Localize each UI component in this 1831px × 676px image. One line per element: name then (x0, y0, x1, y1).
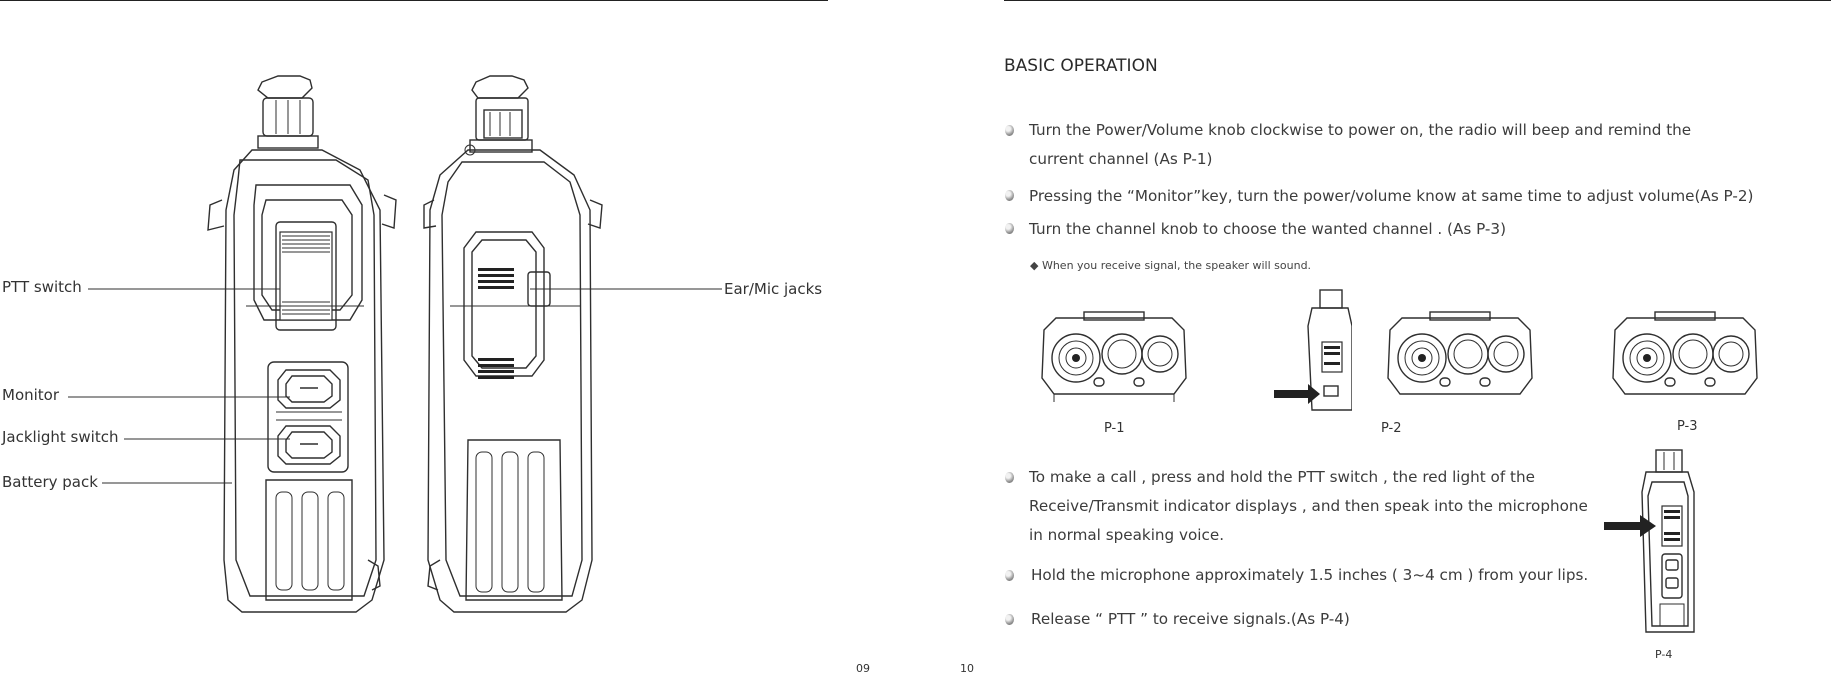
right-page-top-rule (1004, 0, 1831, 1)
bullet-icon (1005, 223, 1014, 234)
bullet-icon (1005, 472, 1014, 483)
section-heading: BASIC OPERATION (1004, 56, 1158, 76)
figure-label-p1: P-1 (1104, 421, 1125, 436)
bullet-line: Receive/Transmit indicator displays , an… (1029, 497, 1588, 515)
bullet-icon (1005, 125, 1014, 136)
label-ptt-switch: PTT switch (2, 278, 82, 296)
bullet-icon (1005, 190, 1014, 201)
bullet-line: in normal speaking voice. (1029, 526, 1225, 544)
figure-p1-top-view (1041, 311, 1187, 402)
bullet-text-monitor: Pressing the “Monitor”key, turn the powe… (1029, 187, 1754, 205)
bullet-icon (1005, 570, 1014, 581)
figure-p3-top-view (1612, 311, 1758, 395)
left-page-top-rule (0, 0, 828, 1)
note-text: ◆ When you receive signal, the speaker w… (1030, 259, 1312, 272)
figure-label-p2: P-2 (1381, 421, 1402, 436)
figure-p4-side-view (1604, 449, 1695, 633)
bullet-text-make-call: To make a call , press and hold the PTT … (1029, 463, 1588, 550)
page-number-left: 09 (856, 662, 870, 675)
figure-label-p3: P-3 (1677, 419, 1698, 434)
bullet-text-channel: Turn the channel knob to choose the want… (1029, 220, 1507, 238)
figure-p2-side-view (1274, 289, 1352, 411)
bullet-line: Turn the Power/Volume knob clockwise to … (1029, 121, 1692, 139)
label-battery-pack: Battery pack (2, 473, 98, 491)
bullet-line: current channel (As P-1) (1029, 150, 1213, 168)
bullet-text-release-ptt: Release “ PTT ” to receive signals.(As P… (1031, 610, 1350, 628)
bullet-text-power-on: Turn the Power/Volume knob clockwise to … (1029, 116, 1691, 174)
label-jacklight-switch: Jacklight switch (2, 428, 119, 446)
label-monitor: Monitor (2, 386, 60, 404)
page-number-right: 10 (960, 662, 974, 675)
label-ear-mic-jacks: Ear/Mic jacks (724, 280, 823, 298)
bullet-line: To make a call , press and hold the PTT … (1029, 468, 1535, 486)
figure-label-p4: P-4 (1655, 648, 1673, 661)
radio-front-side-illustration (68, 75, 722, 613)
bullet-text-hold-mic: Hold the microphone approximately 1.5 in… (1031, 566, 1589, 584)
bullet-icon (1005, 614, 1014, 625)
figure-p2-top-view (1387, 311, 1533, 395)
